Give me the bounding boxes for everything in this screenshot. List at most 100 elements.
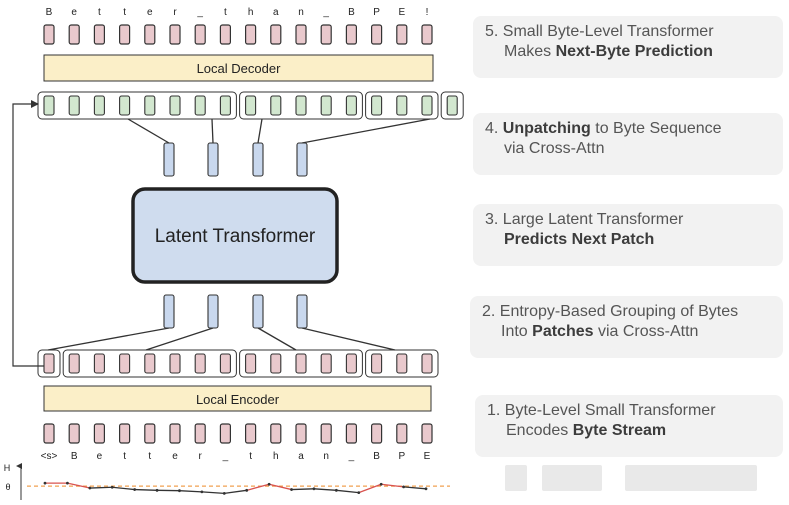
input-byte-label: a (298, 451, 304, 462)
encoder-byte-state (169, 353, 181, 374)
step-2-line-1: 2. Entropy-Based Grouping of Bytes (482, 302, 773, 322)
input-byte-label: B (71, 451, 78, 462)
input-byte-label: _ (222, 451, 229, 462)
step-card-5: 5. Small Byte-Level Transformer Makes Ne… (473, 16, 783, 78)
unpatch-embedding (296, 142, 308, 177)
input-byte-token (118, 423, 131, 444)
entropy-segment (179, 490, 202, 493)
decoder-hidden-state (270, 95, 282, 116)
encoder-byte-state (194, 353, 206, 374)
step-text: to Byte Sequence (590, 120, 722, 137)
encoder-patch-group (365, 349, 439, 378)
output-byte-label: ! (426, 7, 429, 18)
output-byte-label: _ (196, 7, 203, 18)
step-4-line-2: via Cross-Attn (485, 139, 773, 159)
unpatch-embedding (163, 142, 175, 177)
cross-attn-link (211, 118, 214, 144)
decoder-hidden-state (245, 95, 257, 116)
decoder-hidden-state (446, 95, 458, 116)
threshold-label: θ (5, 482, 10, 492)
step-card-2: 2. Entropy-Based Grouping of Bytes Into … (470, 296, 783, 358)
entropy-segment (89, 486, 113, 489)
input-byte-label: B (373, 451, 380, 462)
output-byte-token (194, 24, 206, 45)
entropy-point (200, 490, 204, 494)
patch-embedding (163, 294, 175, 329)
entropy-point (245, 488, 249, 492)
latent-transformer-label: Latent Transformer (155, 226, 316, 247)
step-text: 1. Byte-Level Small Transformer (487, 402, 716, 419)
encoder-patch-group (37, 349, 61, 378)
output-byte-token (396, 24, 408, 45)
output-byte-label: B (348, 7, 355, 18)
encoder-byte-state (345, 353, 357, 374)
patch-embedding (252, 294, 264, 329)
cross-attn-link (257, 118, 263, 144)
input-byte-label: _ (348, 451, 355, 462)
entropy-point (357, 491, 361, 494)
encoder-byte-state (396, 353, 408, 374)
blurred-watermark-2 (542, 465, 602, 491)
entropy-point (379, 482, 383, 486)
encoder-byte-state (93, 353, 105, 374)
input-byte-token (93, 423, 106, 444)
output-byte-token (320, 24, 332, 45)
entropy-segment (336, 489, 359, 494)
step-text: Into (501, 323, 533, 340)
decoder-hidden-state (119, 95, 131, 116)
output-byte-token (421, 24, 433, 45)
cross-attn-link (301, 118, 431, 144)
decoder-hidden-state (169, 95, 181, 116)
encoder-byte-state (144, 353, 156, 374)
entropy-segment (201, 491, 225, 495)
input-byte-label: h (273, 451, 279, 462)
step-text: via Cross-Attn (504, 140, 605, 157)
decoder-hidden-state (371, 95, 383, 116)
output-byte-label: E (398, 7, 405, 18)
input-byte-label: P (398, 451, 405, 462)
decoder-patch-group (440, 91, 464, 120)
encoder-byte-state (270, 353, 282, 374)
input-byte-token (245, 423, 257, 444)
decoder-hidden-state (93, 95, 105, 116)
input-byte-token (43, 423, 55, 444)
step-emphasis-text: Patches (532, 323, 594, 340)
encoder-byte-state (245, 353, 257, 374)
output-byte-label: n (298, 7, 304, 18)
entropy-point (43, 481, 47, 485)
input-byte-label: E (424, 451, 431, 462)
input-byte-label: t (249, 451, 252, 462)
output-byte-label: e (147, 7, 153, 18)
decoder-patch-group (239, 91, 363, 120)
decoder-hidden-state (219, 95, 231, 116)
entropy-point (110, 485, 114, 489)
entropy-segment (112, 486, 135, 491)
input-byte-token (295, 423, 307, 444)
output-byte-token (169, 24, 181, 45)
step-emphasis-text: Byte Stream (572, 422, 667, 439)
step-emphasis-text: Next-Byte Prediction (555, 43, 713, 60)
step-emphasis-text: Unpatching (502, 120, 591, 137)
input-byte-token (345, 423, 357, 444)
step-text: via Cross-Attn (593, 323, 699, 340)
output-byte-label: _ (322, 7, 329, 18)
input-byte-token (270, 423, 282, 444)
decoder-hidden-state (421, 95, 433, 116)
decoder-hidden-state (68, 95, 80, 116)
cross-attn-link (301, 327, 396, 351)
input-byte-token (219, 423, 231, 444)
step-card-1: 1. Byte-Level Small Transformer Encodes … (475, 395, 783, 457)
step-text: Makes (504, 43, 556, 60)
decoder-hidden-state (144, 95, 156, 116)
step-4-line-1: 4. Unpatching to Byte Sequence (485, 119, 773, 139)
entropy-segment (268, 483, 292, 491)
encoder-byte-state (320, 353, 332, 374)
entropy-point (334, 488, 338, 492)
encoder-patch-group (239, 349, 363, 378)
output-byte-label: r (173, 7, 177, 18)
patch-embedding (207, 294, 219, 329)
decoder-hidden-state (396, 95, 408, 116)
entropy-point (178, 489, 181, 493)
entropy-segment (246, 483, 270, 491)
step-emphasis-text: Predicts Next Patch (504, 231, 655, 248)
